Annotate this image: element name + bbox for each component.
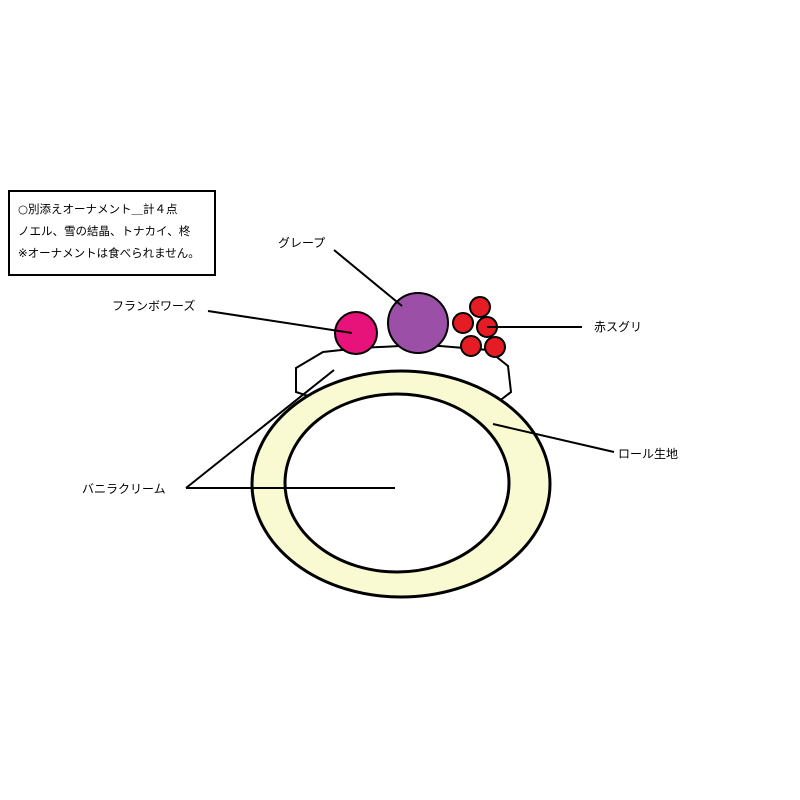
framboise-leader-line bbox=[207, 310, 353, 334]
grape-fruit bbox=[387, 292, 449, 354]
vanilla-cream-filling bbox=[283, 392, 511, 574]
cream-leader-line-top bbox=[185, 369, 335, 489]
roll-label: ロール生地 bbox=[618, 447, 679, 461]
roll-leader-line bbox=[492, 423, 615, 453]
grape-label: グレープ bbox=[278, 236, 326, 250]
vanilla-cream-label: バニラクリーム bbox=[82, 482, 166, 496]
redcurrant-label: 赤スグリ bbox=[594, 320, 643, 334]
framboise-fruit bbox=[334, 311, 378, 355]
note-line-2: ノエル、雪の結晶、トナカイ、柊 bbox=[18, 224, 191, 238]
framboise-label: フランボワーズ bbox=[112, 299, 196, 313]
redcurrant-berry bbox=[460, 335, 482, 357]
note-line-1: ○別添えオーナメント＿計４点 bbox=[18, 202, 178, 216]
redcurrant-fruits bbox=[452, 296, 506, 358]
redcurrant-berry bbox=[469, 296, 491, 318]
redcurrant-berry bbox=[452, 312, 474, 334]
ornament-note-box: ○別添えオーナメント＿計４点 ノエル、雪の結晶、トナカイ、柊 ※オーナメントは食… bbox=[8, 190, 216, 276]
grape-leader-line bbox=[333, 249, 403, 307]
note-line-3: ※オーナメントは食べられません。 bbox=[18, 246, 200, 260]
redcurrant-berry bbox=[484, 336, 506, 358]
